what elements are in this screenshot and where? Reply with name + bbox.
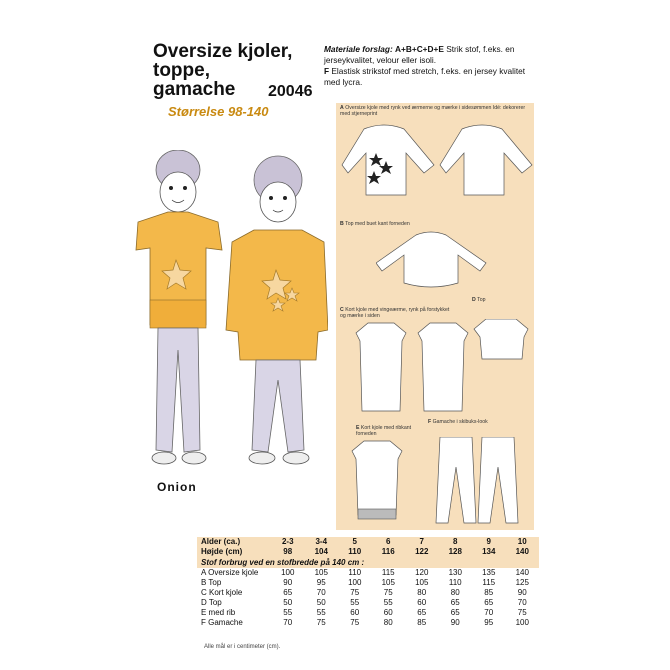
garment-b-label: B Top med buet kant forneden: [340, 221, 410, 227]
garment-d-label: D Top: [472, 297, 486, 303]
size-range: Størrelse 98-140: [168, 104, 269, 119]
pattern-number: 20046: [268, 83, 313, 100]
garment-b-drawing: [376, 231, 487, 288]
brand-logo: Onion: [157, 480, 197, 494]
garment-a-label: A Oversize kjole med rynk ved ærmerne og…: [340, 105, 526, 117]
garment-e-label: E Kort kjole med ribkant forneden: [356, 425, 412, 437]
title-line-2: toppe,: [153, 60, 210, 81]
children-illustration: [135, 150, 328, 465]
child-right-illustration: [225, 155, 328, 465]
materials-text-2: Elastisk strikstof med stretch, f.eks. e…: [324, 66, 526, 87]
pattern-title: Oversize kjoler, toppe, gamache: [153, 42, 318, 99]
garment-c-d-drawings: [355, 319, 529, 412]
title-line-3: gamache: [153, 79, 236, 100]
footer-note: Alle mål er i centimeter (cm).: [204, 644, 281, 650]
technical-drawings-panel: A Oversize kjole med rynk ved ærmerne og…: [336, 103, 534, 530]
garment-e-f-drawings: [351, 437, 519, 524]
garment-f-label: F Gamache i skibuks-look: [428, 419, 488, 425]
materials-text-1: Strik stof, f.eks. en jerseykvalitet, ve…: [324, 44, 515, 65]
child-left-illustration: [135, 150, 223, 465]
materials-codes-1: A+B+C+D+E: [395, 44, 444, 54]
garment-a-drawings: [341, 124, 533, 196]
fabric-heading: Stof forbrug ved en stofbredde på 140 cm…: [197, 557, 539, 568]
materials-text: Materiale forslag: A+B+C+D+E Strik stof,…: [324, 44, 532, 88]
garment-c-label: C Kort kjole med vingeærme, rynk på fors…: [340, 307, 450, 319]
materials-code-2: F: [324, 66, 330, 76]
materials-heading: Materiale forslag:: [324, 44, 393, 54]
title-line-1: Oversize kjoler,: [153, 41, 293, 62]
